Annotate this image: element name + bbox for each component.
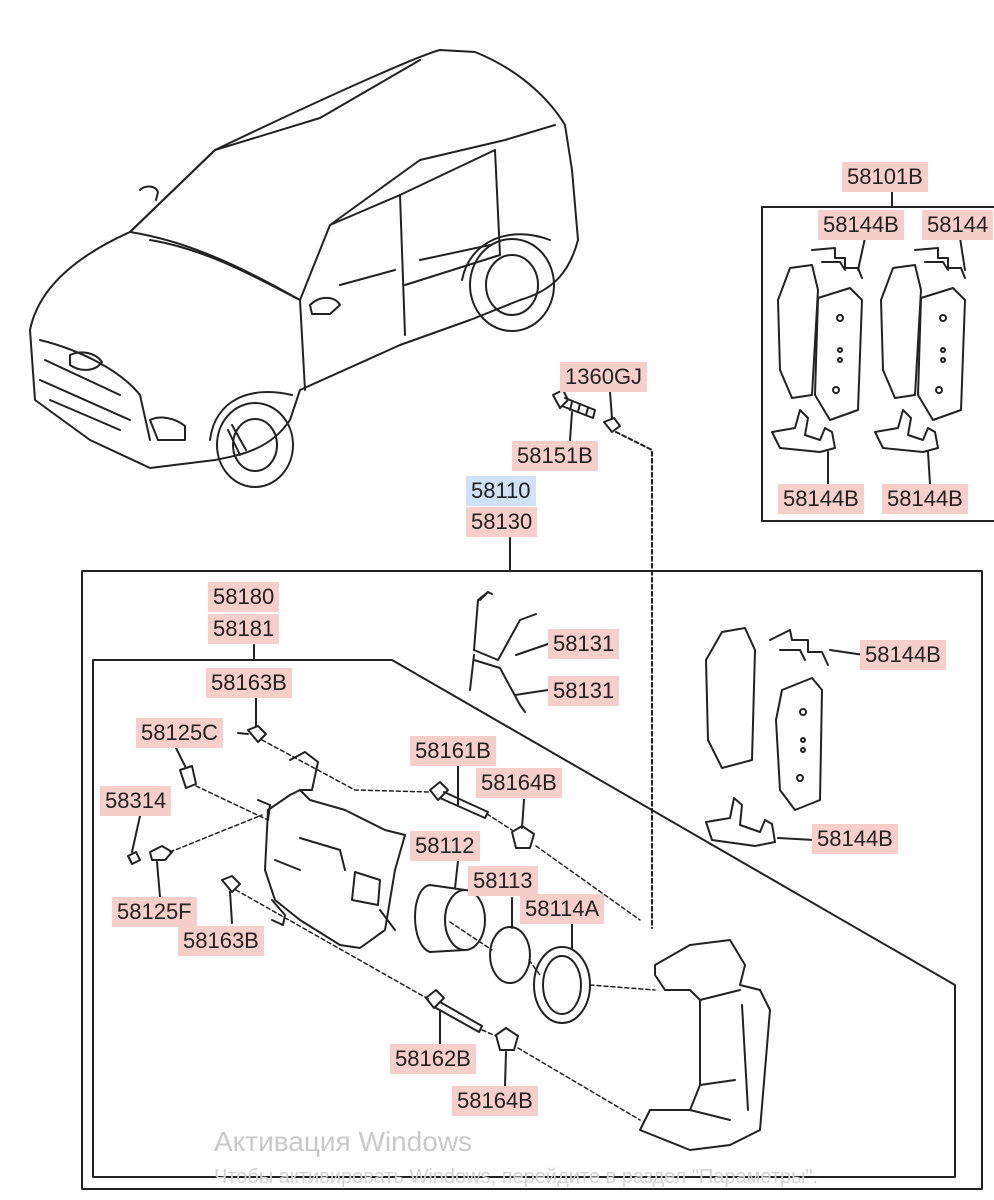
part-label-58163B-top[interactable]: 58163B (206, 668, 292, 698)
dust-boot-58114A (533, 946, 591, 1024)
part-label-58144B-bottom-right[interactable]: 58144B (882, 484, 968, 514)
part-label-58130[interactable]: 58130 (466, 507, 538, 537)
brake-pads-loose (705, 627, 829, 847)
anti-rattle-springs-58131 (469, 591, 537, 713)
guide-bolt-58151B (552, 389, 596, 419)
vehicle-illustration (29, 49, 579, 488)
part-label-58314[interactable]: 58314 (100, 786, 172, 816)
caliper-bracket (639, 939, 771, 1151)
part-label-58110[interactable]: 58110 (466, 476, 536, 506)
part-label-58164B-top[interactable]: 58164B (476, 768, 562, 798)
part-label-58114A[interactable]: 58114A (520, 894, 605, 924)
part-label-58125F[interactable]: 58125F (112, 897, 197, 927)
brake-pad-set-top-right (874, 247, 966, 453)
part-label-58180[interactable]: 58180 (208, 582, 280, 612)
pin-boot-58164B-bottom (495, 1027, 519, 1051)
part-label-58113[interactable]: 58113 (468, 866, 538, 896)
guide-pin-58162B (425, 989, 483, 1033)
part-label-58144B-top-left[interactable]: 58144B (818, 210, 904, 240)
part-label-58151B[interactable]: 58151B (512, 441, 598, 471)
part-label-58144B-bottom-left[interactable]: 58144B (778, 484, 864, 514)
piston-seal-58113 (489, 926, 531, 984)
housing-bolt-58163B-bottom (221, 875, 241, 893)
windows-activation-watermark: Активация Windows (214, 1126, 473, 1157)
clip-58125F (149, 845, 173, 861)
part-label-58144B-right-1[interactable]: 58144B (860, 640, 946, 670)
part-label-58131-b[interactable]: 58131 (548, 676, 620, 706)
part-label-58144B-right-2[interactable]: 58144B (812, 824, 898, 854)
brake-pad-set-top-left (771, 247, 863, 453)
pin-boot-58164B-top (511, 825, 535, 849)
windows-activation-hint: Чтобы активировать Windows, перейдите в … (214, 1166, 819, 1188)
part-label-58144-top-right[interactable]: 58144 (922, 210, 994, 240)
part-label-58112[interactable]: 58112 (410, 831, 480, 861)
cap-58314 (127, 851, 141, 865)
caliper-housing (257, 751, 406, 949)
part-label-58125C[interactable]: 58125C (136, 718, 224, 748)
part-label-58163B-bottom[interactable]: 58163B (178, 926, 264, 956)
part-label-58131-a[interactable]: 58131 (548, 629, 620, 659)
part-label-58162B[interactable]: 58162B (390, 1044, 476, 1074)
part-label-58164B-bottom[interactable]: 58164B (452, 1086, 538, 1116)
bleeder-screw-58125C (179, 765, 197, 789)
part-label-58161B[interactable]: 58161B (410, 736, 496, 766)
part-label-58181[interactable]: 58181 (208, 614, 280, 644)
piston-58112 (414, 884, 486, 953)
part-label-1360GJ[interactable]: 1360GJ (560, 362, 648, 392)
part-label-58101B[interactable]: 58101B (842, 162, 928, 192)
housing-bolt-58163B-top (247, 725, 267, 743)
guide-pin-58161B (429, 781, 489, 819)
nut-1360GJ (603, 417, 621, 433)
